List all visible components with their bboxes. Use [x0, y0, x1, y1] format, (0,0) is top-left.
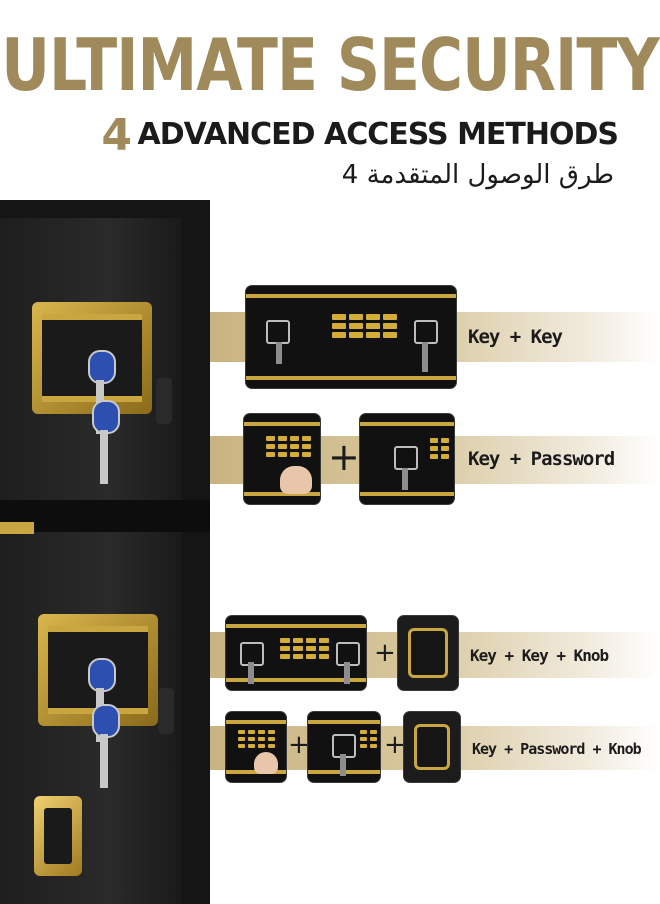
method-label: Key + Key — [468, 326, 563, 348]
arabic-subtitle: طرق الوصول المتقدمة 4 — [341, 160, 614, 190]
method-label: Key + Key + Knob — [470, 646, 609, 665]
key-icon — [92, 704, 120, 788]
headline-subtitle: 4 ADVANCED ACCESS METHODS — [101, 110, 619, 161]
method-row-key-password-knob: + + Key + Password + Knob — [210, 710, 660, 784]
plus-icon: + — [328, 435, 360, 479]
fingerprint-hand-icon — [254, 752, 278, 774]
knob-icon — [398, 616, 458, 690]
method-row-key-key-knob: + Key + Key + Knob — [210, 612, 660, 696]
plus-icon: + — [374, 638, 396, 668]
knob-icon — [34, 796, 82, 876]
key-icon — [156, 378, 172, 424]
keypad-icon — [360, 414, 454, 504]
keypad-icon — [226, 616, 366, 690]
plus-icon: + — [384, 730, 406, 760]
keypad-icon — [308, 712, 380, 782]
key-icon — [158, 688, 174, 734]
method-label: Key + Password — [468, 448, 615, 470]
fingerprint-hand-icon — [280, 466, 312, 494]
safe-divider — [0, 500, 210, 532]
headline-title: ULTIMATE SECURITY — [1, 24, 659, 108]
keypad-icon — [246, 286, 456, 388]
safe-hinge — [0, 522, 34, 534]
keypad-icon — [226, 712, 286, 782]
keypad-icon — [244, 414, 320, 504]
knob-icon — [404, 712, 460, 782]
subtitle-text: ADVANCED ACCESS METHODS — [137, 117, 619, 152]
method-label: Key + Password + Knob — [472, 740, 642, 758]
plus-icon: + — [288, 730, 310, 760]
subtitle-number: 4 — [101, 110, 132, 161]
method-row-key-key: Key + Key — [210, 286, 660, 390]
method-row-key-password: + Key + Password — [210, 412, 660, 506]
key-icon — [92, 400, 120, 484]
